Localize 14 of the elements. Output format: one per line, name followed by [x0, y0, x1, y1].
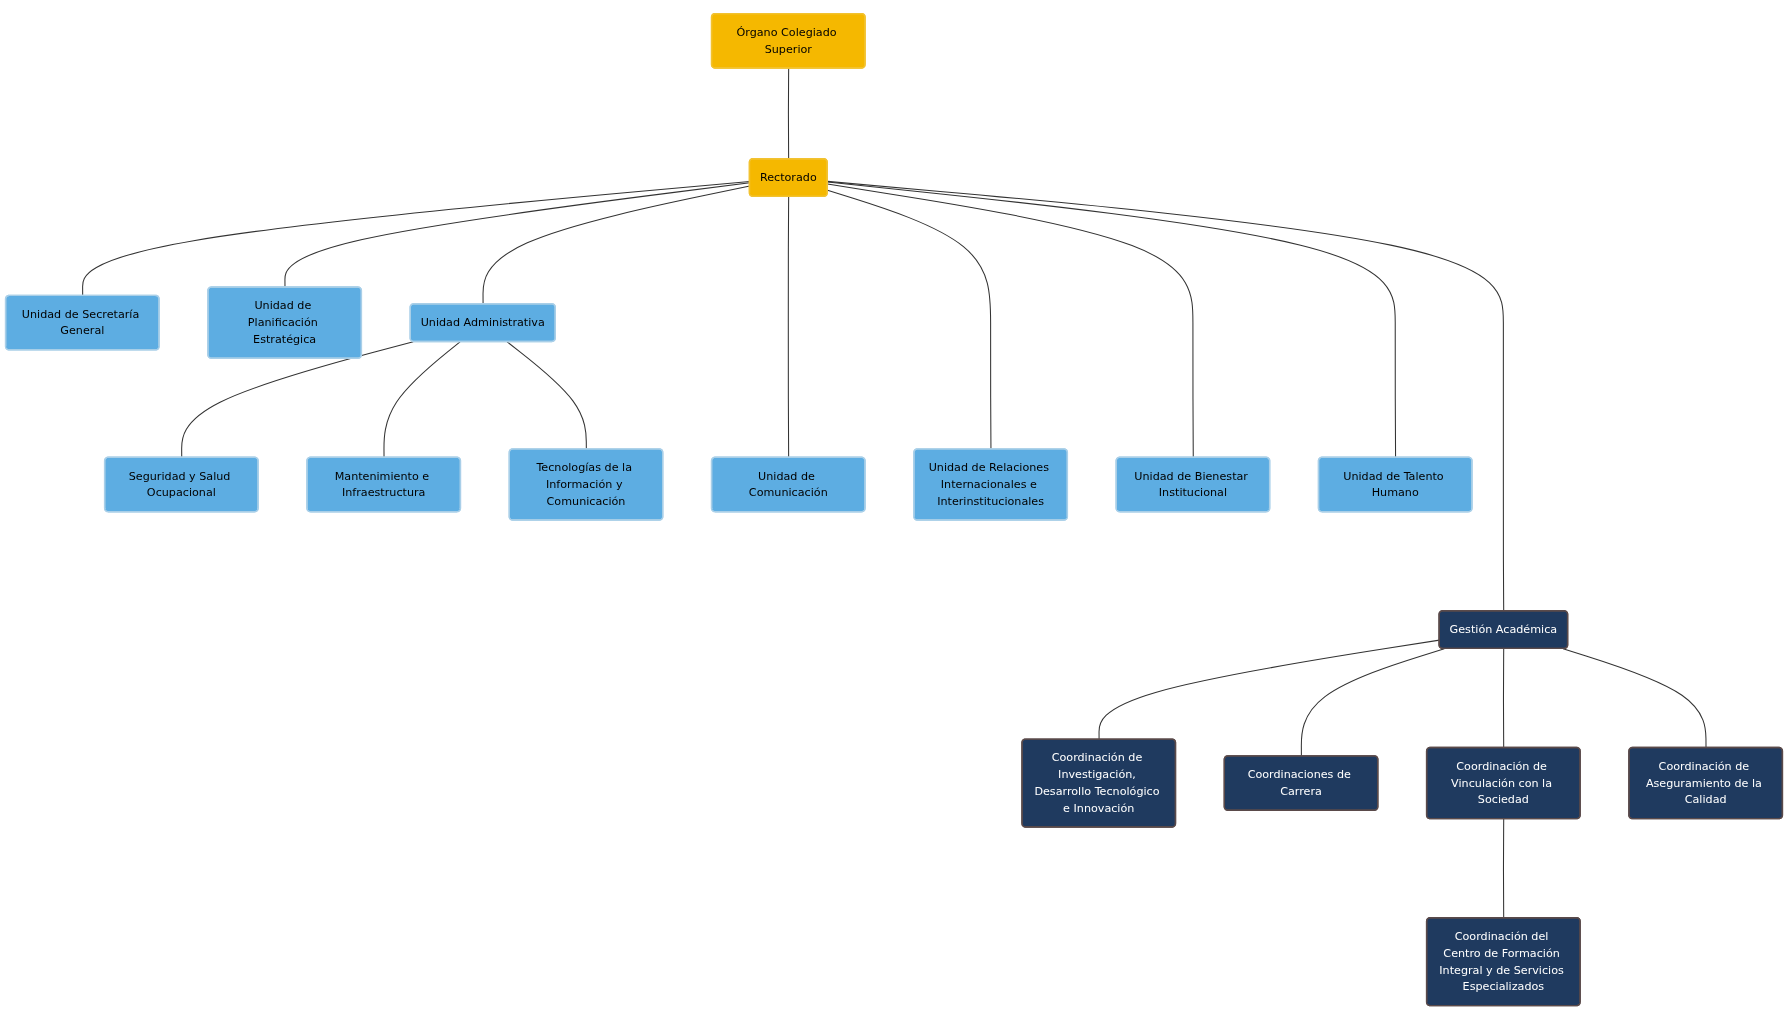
connector [1098, 639, 1440, 740]
connector [827, 189, 992, 450]
connector [506, 341, 587, 450]
connector [181, 341, 414, 459]
connector [827, 180, 1505, 612]
connector [787, 196, 790, 459]
connector [827, 181, 1397, 459]
connector [827, 183, 1194, 459]
connector [1502, 648, 1505, 749]
connector [1562, 648, 1707, 749]
connector [787, 67, 790, 160]
connector [383, 341, 461, 459]
connector [1502, 818, 1505, 919]
connector [1300, 648, 1445, 757]
